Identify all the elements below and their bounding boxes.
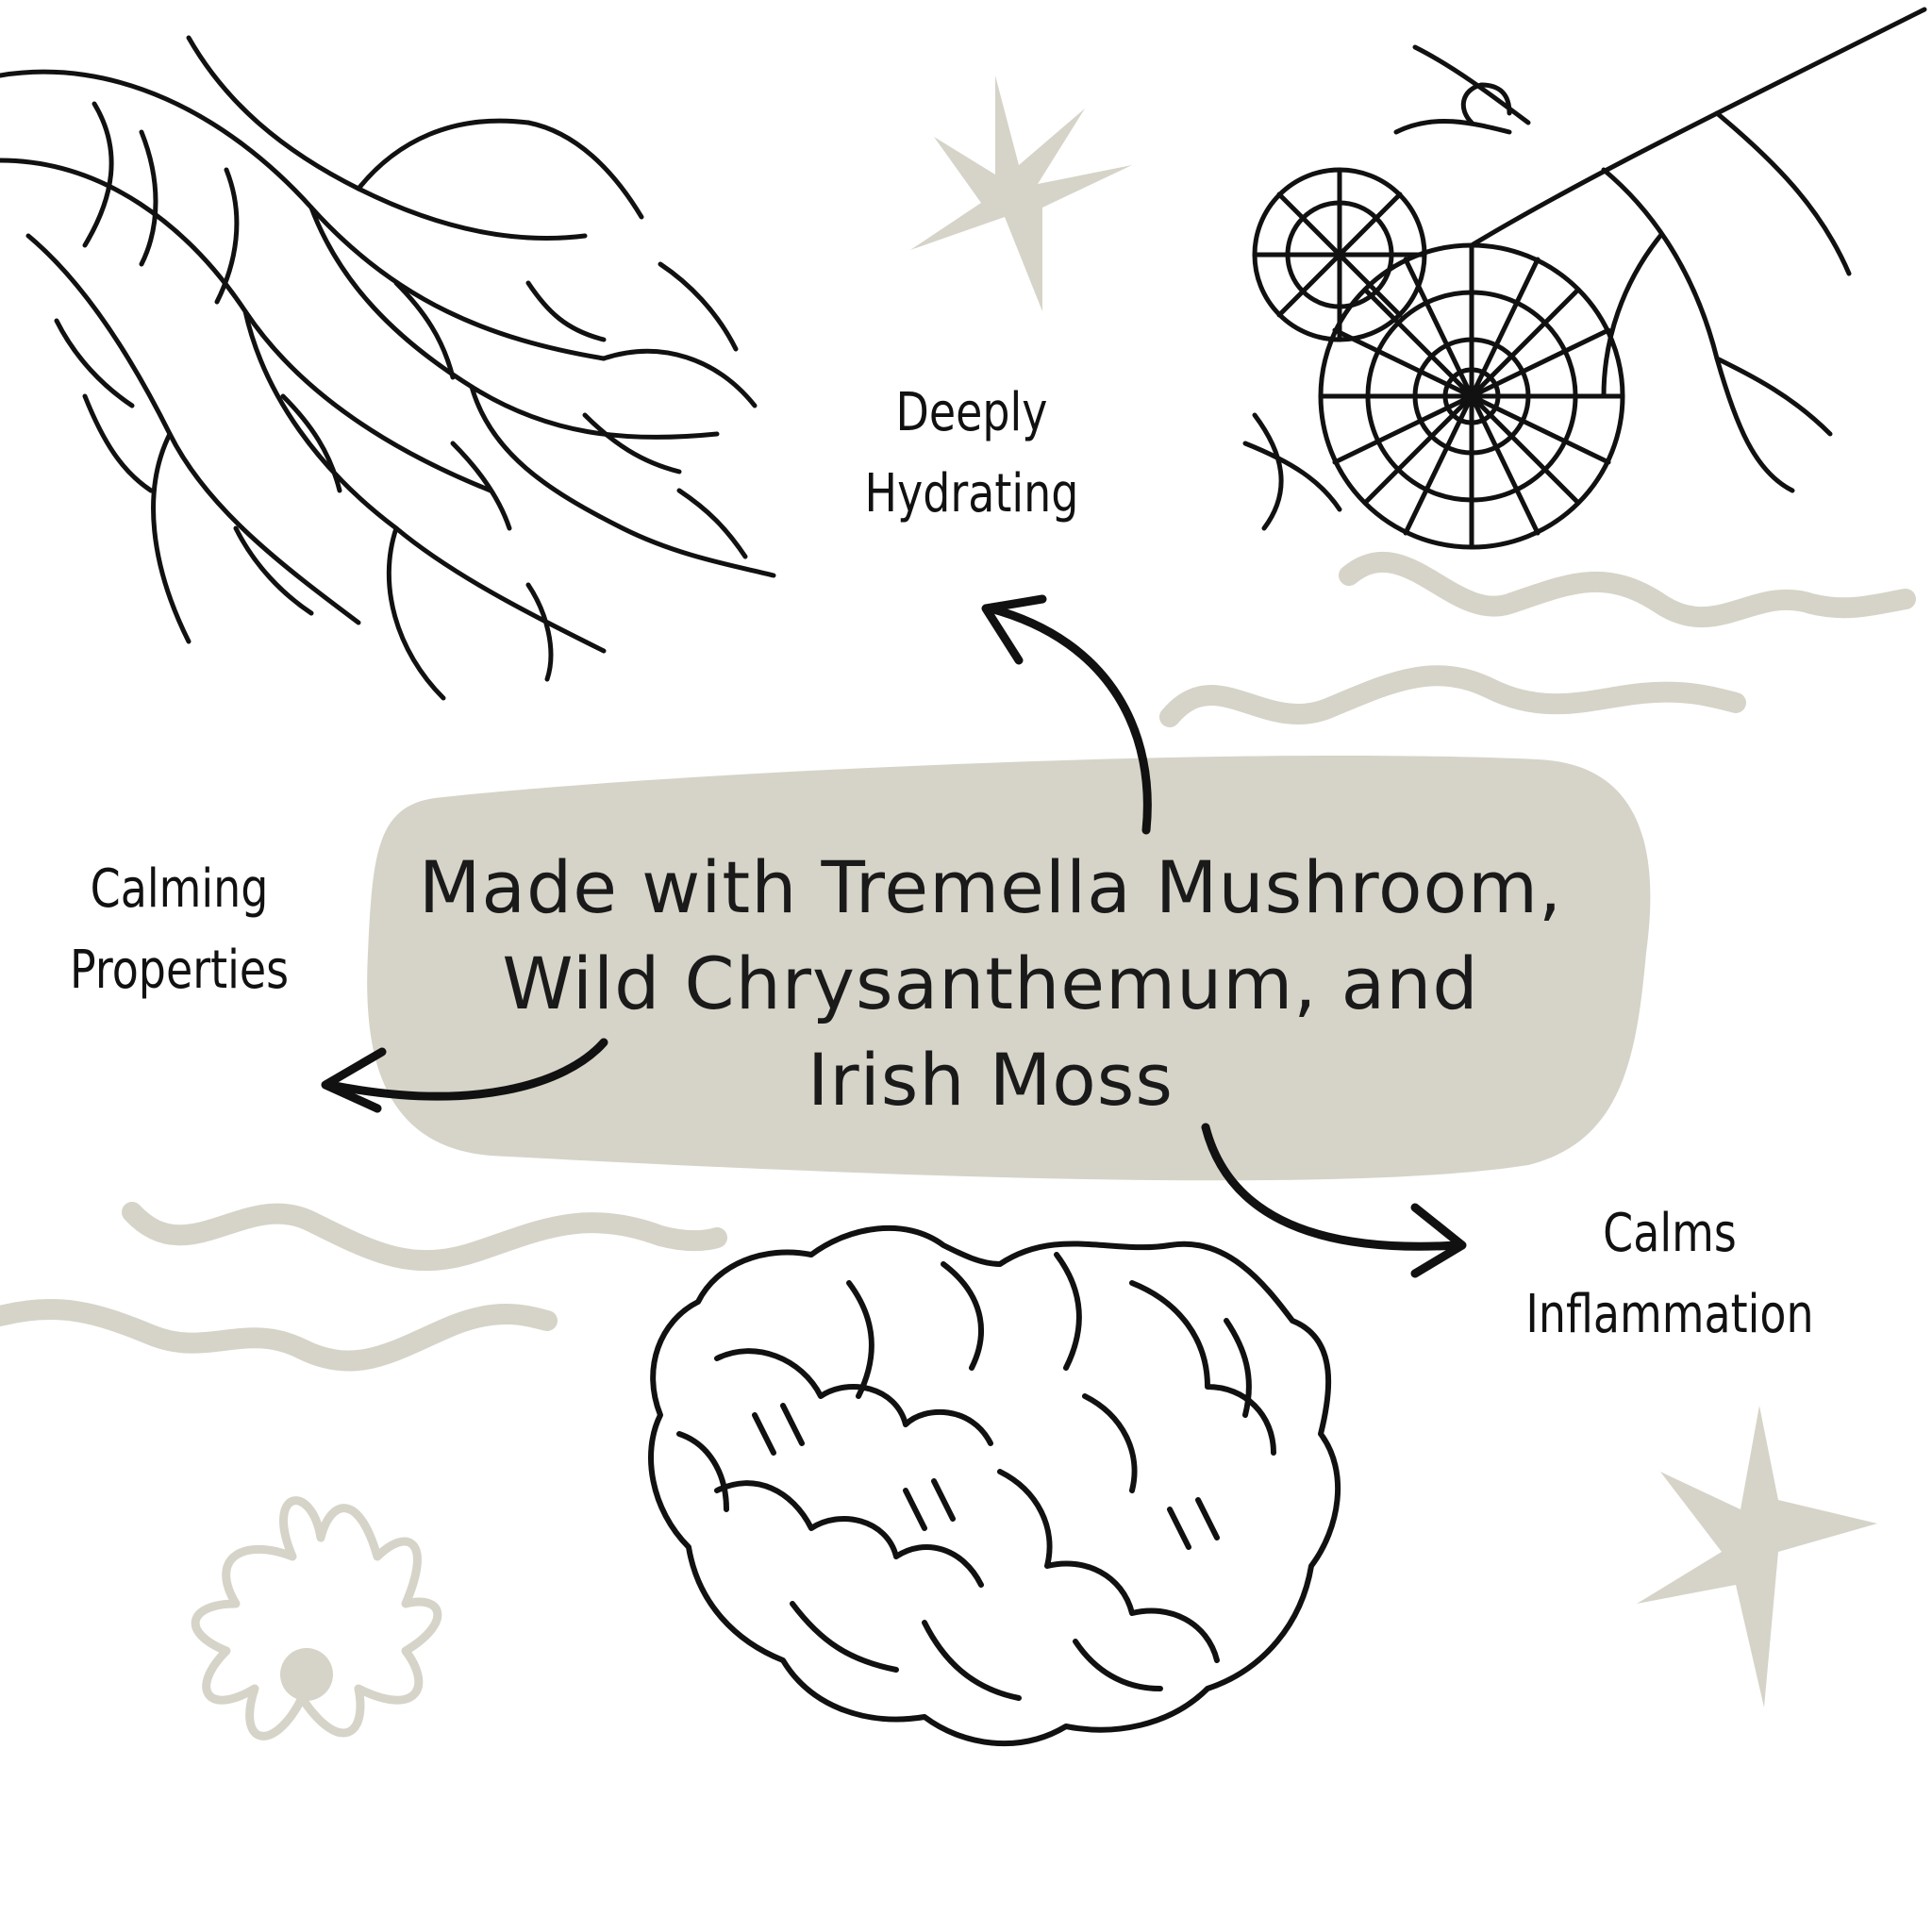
flower-doodle <box>191 1496 442 1740</box>
wave-left-1 <box>122 1202 727 1272</box>
arrow-to-calming-properties <box>325 1038 608 1101</box>
arrow-head-calms-inflammation <box>1410 1203 1467 1278</box>
label-deeply-hydrating-line-1: Deeply <box>895 382 1048 443</box>
arrow-to-deeply-hydrating <box>986 604 1152 835</box>
arrow-head-deeply-hydrating <box>981 594 1047 665</box>
arrow-to-calms-inflammation <box>1201 1123 1462 1251</box>
label-calms-inflammation-line-2: Inflammation <box>1525 1284 1814 1345</box>
label-calming-properties-line-2: Properties <box>69 940 290 1001</box>
star-top <box>910 75 1132 311</box>
label-deeply-hydrating-line-2: Hydrating <box>864 463 1079 525</box>
center-line-2: Wild Chrysanthemum, and <box>502 941 1479 1025</box>
label-calms-inflammation-line-1: Calms <box>1603 1203 1737 1264</box>
wave-top-1 <box>1339 551 1916 628</box>
arrow-head-calming-properties <box>321 1047 387 1113</box>
label-calms-inflammation: Calms Inflammation <box>1491 1193 1847 1356</box>
wave-top-2 <box>1159 665 1746 727</box>
center-line-1: Made with Tremella Mushroom, <box>418 845 1563 929</box>
chrysanthemum-sketch <box>1242 7 1927 550</box>
center-blob <box>367 755 1651 1181</box>
tremella-mushroom-sketch <box>648 1224 1341 1747</box>
arrows <box>321 594 1467 1278</box>
label-calming-properties-line-1: Calming <box>90 858 269 920</box>
label-deeply-hydrating: Deeply Hydrating <box>856 373 1088 535</box>
center-line-3: Irish Moss <box>808 1038 1174 1122</box>
star-bottom-right <box>1637 1406 1877 1707</box>
wave-left-2 <box>0 1298 558 1372</box>
irish-moss-sketch <box>0 35 776 701</box>
center-title: Made with Tremella Mushroom, Wild Chrysa… <box>368 840 1613 1128</box>
label-calming-properties: Calming Properties <box>48 849 311 1011</box>
